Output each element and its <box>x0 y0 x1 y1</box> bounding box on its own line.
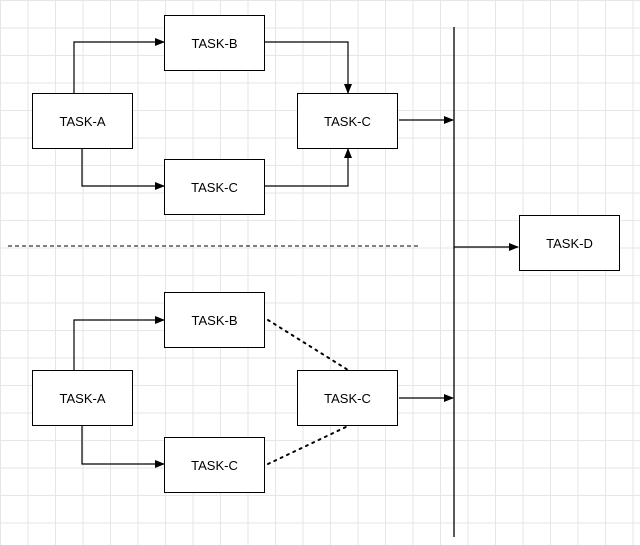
node-label: TASK-C <box>324 113 371 129</box>
edge-bottom-a-to-b <box>73 316 165 370</box>
node-label: TASK-C <box>191 457 238 473</box>
node-top-task-b[interactable]: TASK-B <box>164 15 265 71</box>
node-bottom-task-a[interactable]: TASK-A <box>32 370 133 426</box>
node-label: TASK-C <box>324 390 371 406</box>
edge-top-c-lower-to-c-merge <box>265 148 352 187</box>
edge-bottom-a-to-c-lower <box>81 426 165 468</box>
node-bottom-task-c-merge[interactable]: TASK-C <box>297 370 398 426</box>
node-label: TASK-A <box>59 113 106 129</box>
edge-top-a-to-b <box>73 38 165 93</box>
node-task-d[interactable]: TASK-D <box>519 215 620 271</box>
edge-bottom-b-to-c-merge-dotted <box>267 319 349 371</box>
edge-top-a-to-c-lower <box>81 149 165 190</box>
edge-bottom-c-lower-to-c-merge-dotted <box>267 425 349 465</box>
node-label: TASK-C <box>191 179 238 195</box>
node-top-task-c-lower[interactable]: TASK-C <box>164 159 265 215</box>
node-top-task-a[interactable]: TASK-A <box>32 93 133 149</box>
node-label: TASK-D <box>546 235 593 251</box>
node-bottom-task-b[interactable]: TASK-B <box>164 292 265 348</box>
node-label: TASK-B <box>191 312 238 328</box>
edge-top-b-to-c-merge <box>265 41 352 94</box>
node-bottom-task-c-lower[interactable]: TASK-C <box>164 437 265 493</box>
node-label: TASK-B <box>191 35 238 51</box>
node-top-task-c-merge[interactable]: TASK-C <box>297 93 398 149</box>
node-label: TASK-A <box>59 390 106 406</box>
